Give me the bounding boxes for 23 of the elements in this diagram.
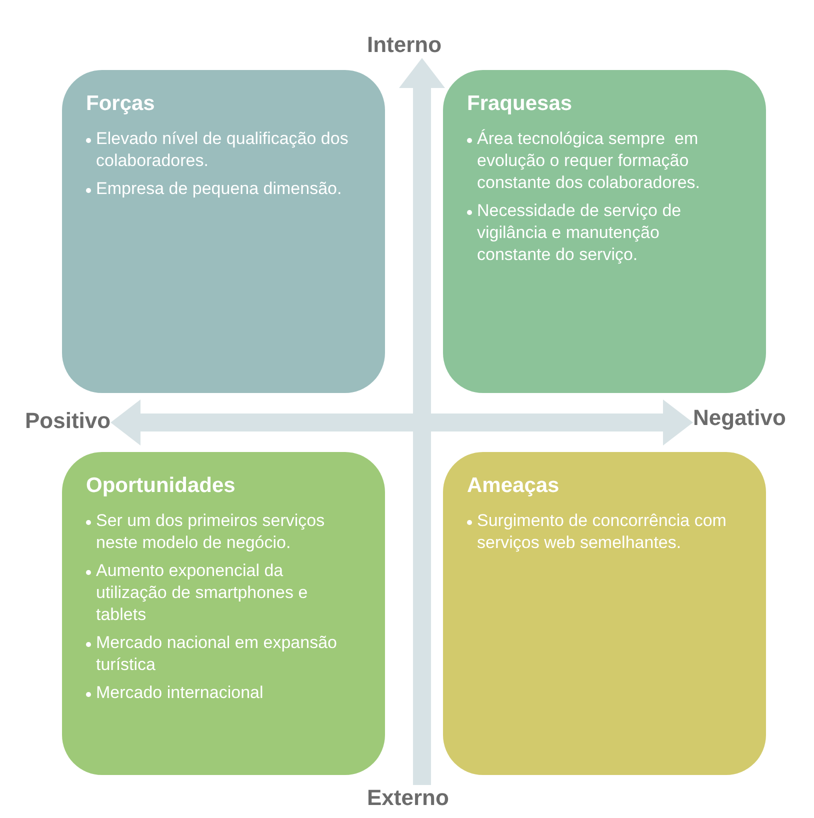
bullet-item: Elevado nível de qualificação dos colaboradores.: [96, 128, 349, 172]
axis-label: Negativo: [693, 405, 786, 431]
axis-label: Externo: [367, 785, 449, 811]
quadrant-heading: Forças: [86, 92, 155, 116]
bullet-item: Aumento exponencial da utilização de smartphones e tablets: [96, 560, 309, 626]
axis-label: Positivo: [25, 408, 111, 434]
quadrant-heading: Oportunidades: [86, 474, 236, 498]
quadrant-box: [62, 70, 385, 393]
bullet-item: Ser um dos primeiros serviços neste modelo de negócio.: [96, 510, 326, 554]
axis-label: Interno: [367, 32, 442, 58]
block-arrow: [399, 58, 445, 785]
bullet-item: Necessidade de serviço de vigilância e manutenção constante do serviço.: [477, 200, 682, 266]
bullet-item: Área tecnológica sempre em evolução o requer formação constante dos colaboradores.: [477, 128, 702, 194]
block-arrow: [110, 400, 693, 446]
bullet-item: Mercado nacional em expansão turística: [96, 632, 338, 676]
bullet-item: Empresa de pequena dimensão.: [96, 178, 343, 200]
quadrant-box: [443, 452, 766, 775]
quadrant-heading: Ameaças: [467, 474, 560, 498]
quadrant-heading: Fraquesas: [467, 92, 572, 116]
bullet-item: Surgimento de concorrência com serviços web semelhantes.: [477, 510, 728, 554]
quadrant-box: [62, 452, 385, 775]
quadrant-box: [443, 70, 766, 393]
bullet-item: Mercado internacional: [96, 682, 264, 704]
